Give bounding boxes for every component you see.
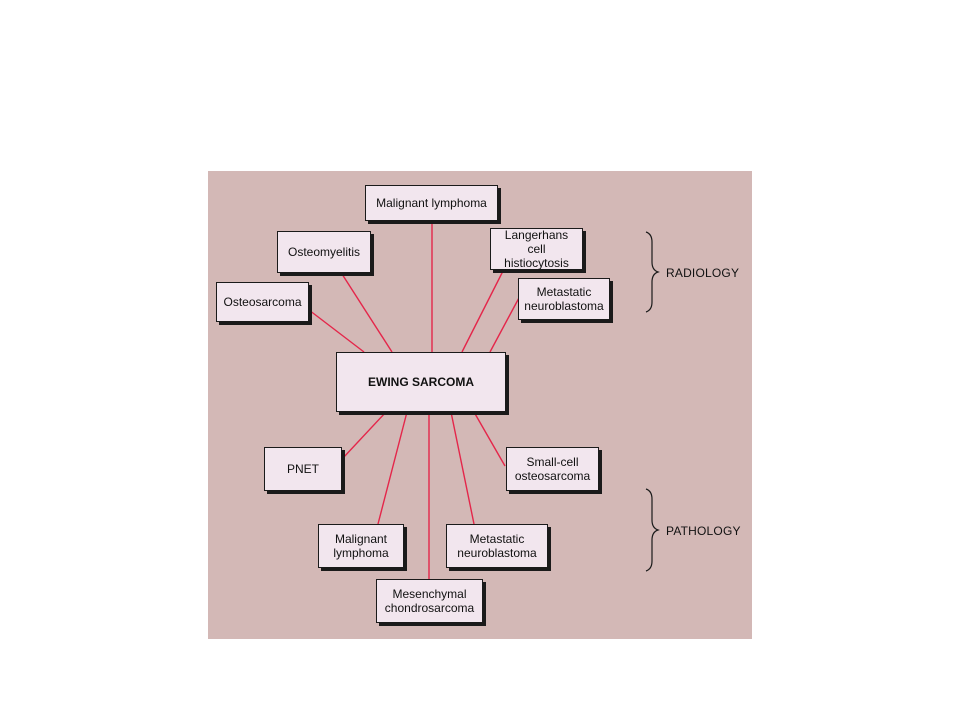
node-metastatic-neuroblastoma-radiology: Metastatic neuroblastoma xyxy=(518,278,610,320)
node-label: Small-cell osteosarcoma xyxy=(514,455,591,483)
node-metastatic-neuroblastoma-pathology: Metastatic neuroblastoma xyxy=(446,524,548,568)
node-label: Langerhans cell histiocytosis xyxy=(504,228,569,270)
node-label: Osteomyelitis xyxy=(287,245,361,259)
node-label: Osteosarcoma xyxy=(223,295,302,309)
node-label: Metastatic neuroblastoma xyxy=(457,532,537,560)
center-node-ewing-sarcoma: EWING SARCOMA xyxy=(336,352,506,412)
node-small-cell-osteosarcoma: Small-cell osteosarcoma xyxy=(506,447,599,491)
center-node-label: EWING SARCOMA xyxy=(368,375,474,389)
connector-metastatic-neuroblastoma-radiology xyxy=(489,295,521,353)
node-malignant-lymphoma-pathology: Malignant lymphoma xyxy=(318,524,404,568)
connector-small-cell-osteosarcoma xyxy=(473,411,506,467)
node-label: Metastatic neuroblastoma xyxy=(524,285,604,313)
pathology-group-label: PATHOLOGY xyxy=(666,524,741,538)
node-langerhans-cell-histiocytosis: Langerhans cell histiocytosis xyxy=(490,228,583,270)
connector-osteosarcoma xyxy=(308,309,365,353)
node-malignant-lymphoma-radiology: Malignant lymphoma xyxy=(365,185,498,221)
connector-malignant-lymphoma-pathology xyxy=(377,411,408,525)
connector-osteomyelitis xyxy=(341,273,393,353)
node-pnet: PNET xyxy=(264,447,342,491)
node-mesenchymal-chondrosarcoma: Mesenchymal chondrosarcoma xyxy=(376,579,483,623)
node-label: Malignant lymphoma xyxy=(333,532,389,560)
connector-metastatic-neuroblastoma-pathology xyxy=(450,411,475,525)
node-osteosarcoma: Osteosarcoma xyxy=(216,282,309,322)
node-osteomyelitis: Osteomyelitis xyxy=(277,231,371,273)
radiology-group-label: RADIOLOGY xyxy=(666,266,740,280)
node-label: PNET xyxy=(286,462,319,476)
connector-langerhans xyxy=(461,270,504,353)
node-label: Mesenchymal chondrosarcoma xyxy=(384,587,475,615)
node-label: Malignant lymphoma xyxy=(376,196,487,210)
connector-pnet xyxy=(342,411,387,459)
